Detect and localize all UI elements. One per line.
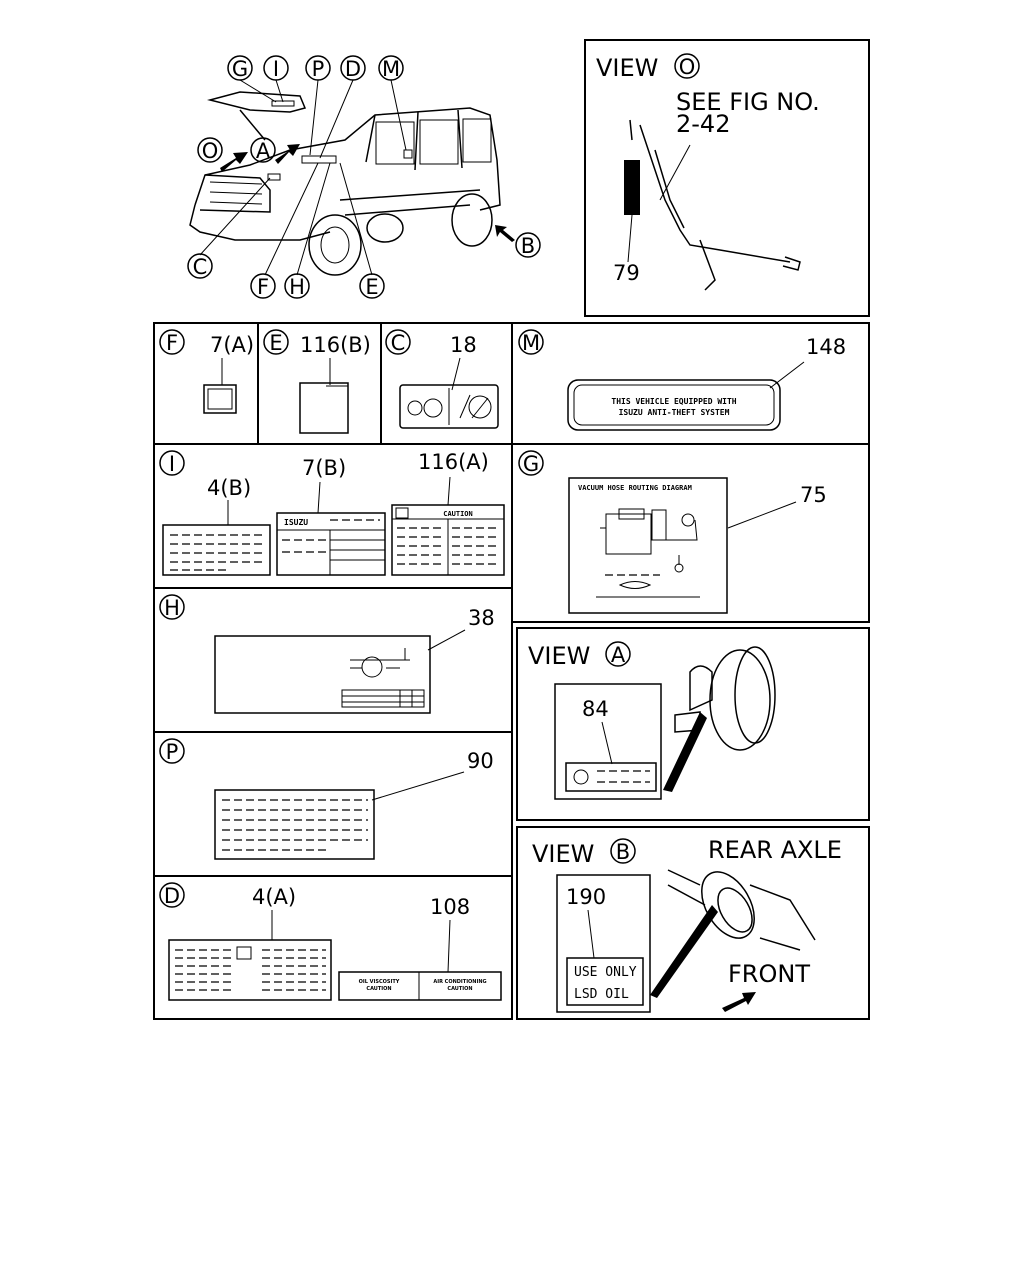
callout-f: F	[250, 273, 276, 299]
callout-b: B	[515, 232, 541, 258]
front-arrow-icon	[722, 992, 756, 1012]
callout-o: O	[197, 137, 223, 163]
antitheft-line1: THIS VEHICLE EQUIPPED WITH	[611, 397, 736, 406]
panel-p: P 90	[153, 731, 513, 877]
fig-number: 2-42	[676, 110, 730, 138]
panel-f: F 7(A)	[159, 329, 254, 414]
svg-text:D: D	[345, 57, 361, 81]
part-7a: 7(A)	[210, 333, 254, 357]
part-190: 190	[566, 885, 606, 909]
raised-hood	[207, 91, 307, 113]
panel-h: H 38	[153, 587, 513, 733]
svg-text:M: M	[382, 57, 400, 81]
svg-text:H: H	[164, 596, 180, 620]
arrow-a-icon	[275, 144, 300, 164]
svg-text:E: E	[269, 331, 282, 355]
view-o-panel: VIEW O SEE FIG NO. 2-42 79	[584, 39, 870, 317]
callout-c: C	[187, 253, 213, 279]
svg-text:A: A	[611, 643, 626, 667]
part-90: 90	[467, 749, 494, 773]
front-text: FRONT	[728, 960, 810, 988]
see-fig-text: SEE FIG NO.	[676, 88, 820, 116]
view-o-title: VIEW	[596, 54, 658, 82]
part-148: 148	[806, 335, 846, 359]
svg-text:G: G	[232, 57, 248, 81]
rear-axle-text: REAR AXLE	[708, 836, 842, 864]
panel-d: D 4(A) 108 OIL VISCOSITY CAUTION AIR CON…	[153, 875, 513, 1020]
view-a-title: VIEW	[528, 642, 590, 670]
isuzu-text: ISUZU	[284, 518, 308, 527]
svg-text:O: O	[679, 55, 696, 79]
svg-text:D: D	[164, 884, 180, 908]
aircon-caution-text: CAUTION	[447, 986, 472, 992]
svg-text:B: B	[616, 840, 630, 864]
use-only-text: USE ONLY	[574, 965, 637, 980]
vacuum-diagram-title: VACUUM HOSE ROUTING DIAGRAM	[578, 484, 692, 492]
panel-c: C 18	[385, 329, 499, 429]
part-84: 84	[582, 697, 609, 721]
svg-text:C: C	[391, 331, 406, 355]
callout-a: A	[250, 137, 276, 163]
view-a-panel: VIEW A 84	[516, 627, 870, 821]
callout-m: M	[378, 55, 404, 81]
panel-m: M 148 THIS VEHICLE EQUIPPED WITH ISUZU A…	[511, 322, 870, 445]
oil-caution-text: CAUTION	[366, 986, 391, 992]
dipstick-tag	[624, 160, 640, 215]
panel-e: E 116(B)	[263, 329, 371, 434]
oil-viscosity-text: OIL VISCOSITY	[359, 979, 400, 985]
aircon-text: AIR CONDITIONING	[433, 979, 486, 985]
antitheft-line2: ISUZU ANTI-THEFT SYSTEM	[619, 408, 730, 417]
part-116b: 116(B)	[300, 333, 371, 357]
svg-text:P: P	[166, 740, 179, 764]
view-b-title: VIEW	[532, 840, 594, 868]
callout-g: G	[227, 55, 253, 81]
svg-text:E: E	[365, 275, 378, 299]
view-b-panel: VIEW B REAR AXLE 190 USE ONLY LSD OIL FR…	[516, 826, 870, 1020]
part-108: 108	[430, 895, 470, 919]
svg-text:C: C	[193, 255, 208, 279]
svg-text:H: H	[289, 275, 305, 299]
callout-e: E	[359, 273, 385, 299]
svg-text:I: I	[273, 57, 279, 81]
vehicle-overview: G I P D M O A C F H E B	[187, 55, 541, 299]
callout-h: H	[284, 273, 310, 299]
part-4a: 4(A)	[252, 885, 296, 909]
panel-i: I 4(B) 7(B) 116(A) ISUZU CAUTION	[153, 443, 513, 589]
callout-p: P	[305, 55, 331, 81]
arrow-o-icon	[220, 152, 248, 172]
part-4b: 4(B)	[207, 476, 251, 500]
svg-text:M: M	[522, 331, 540, 355]
part-75: 75	[800, 483, 827, 507]
callout-d: D	[340, 55, 366, 81]
svg-text:I: I	[169, 452, 175, 476]
svg-text:F: F	[257, 275, 269, 299]
arrow-b-icon	[495, 225, 515, 242]
svg-text:O: O	[202, 139, 219, 163]
part-79: 79	[613, 261, 640, 285]
part-18: 18	[450, 333, 477, 357]
svg-text:F: F	[166, 331, 178, 355]
caution-text: CAUTION	[443, 510, 473, 518]
part-38: 38	[468, 606, 495, 630]
lsd-oil-text: LSD OIL	[574, 987, 629, 1002]
callout-i: I	[263, 55, 289, 81]
part-7b: 7(B)	[302, 456, 346, 480]
svg-text:A: A	[256, 139, 271, 163]
svg-text:P: P	[312, 57, 325, 81]
svg-text:G: G	[523, 452, 539, 476]
part-116a: 116(A)	[418, 450, 489, 474]
svg-text:B: B	[521, 234, 535, 258]
panel-g: G 75 VACUUM HOSE ROUTING DIAGRAM	[511, 443, 870, 623]
